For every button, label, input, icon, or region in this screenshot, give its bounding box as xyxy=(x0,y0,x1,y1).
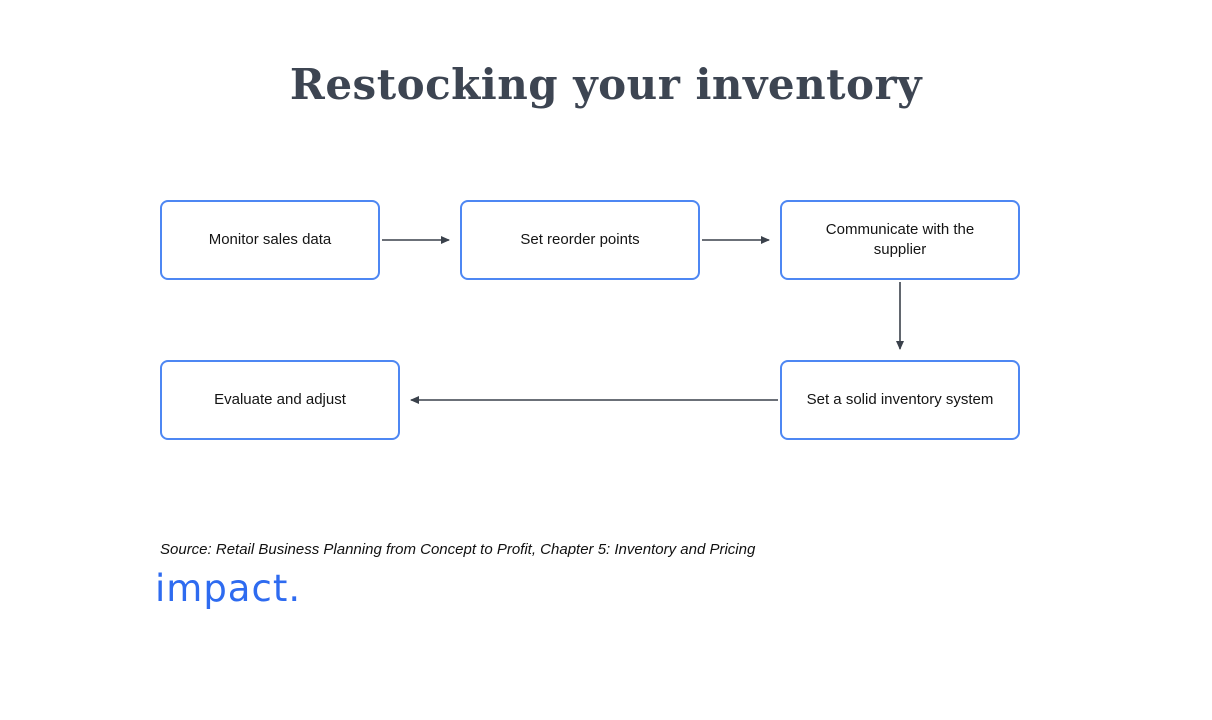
flow-node-label: Monitor sales data xyxy=(208,230,332,248)
flow-node-evaluate-and-adjust: Evaluate and adjust xyxy=(160,360,400,440)
flow-node-label: Evaluate and adjust xyxy=(214,390,346,408)
flow-node-monitor-sales-data: Monitor sales data xyxy=(160,200,380,280)
page-title: Restocking your inventory xyxy=(289,60,923,109)
flow-node-set-a-solid-inventory-system: Set a solid inventory system xyxy=(780,360,1020,440)
flow-node-label: Set reorder points xyxy=(520,230,640,248)
impact-logo: impact. xyxy=(155,567,302,610)
flow-node-label: Set a solid inventory system xyxy=(806,390,994,408)
flow-node-communicate-with-the-supplier: Communicate with the supplier xyxy=(780,200,1020,280)
source-citation: Source: Retail Business Planning from Co… xyxy=(160,541,756,558)
flow-node-label: Communicate with the supplier xyxy=(825,220,975,258)
flow-node-set-reorder-points: Set reorder points xyxy=(460,200,700,280)
